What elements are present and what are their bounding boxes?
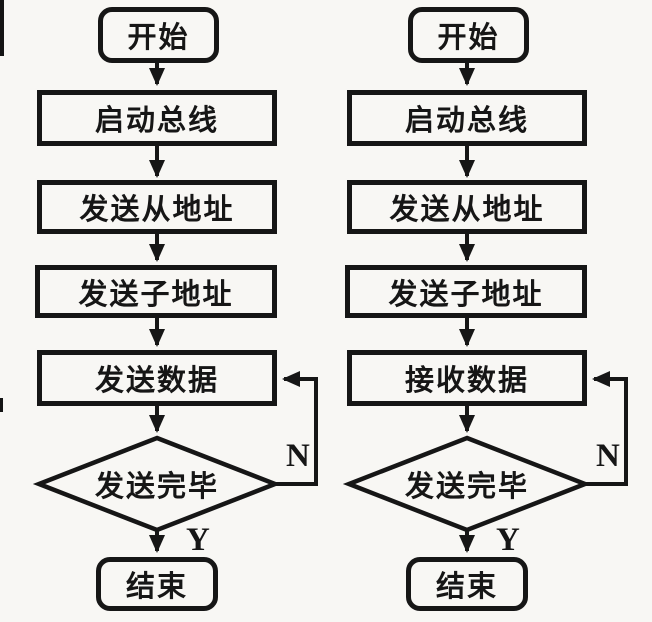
loop-no-branch [275, 371, 318, 486]
flowchart-left: 开始 启动总线 发送从地址 发送子地址 发送数据 发送完毕 N Y 结束 [32, 7, 318, 611]
end-terminal: 结束 [96, 557, 218, 611]
process-label: 发送从地址 [389, 194, 545, 226]
start-terminal: 开始 [408, 7, 529, 63]
process-label: 接收数据 [404, 365, 529, 397]
process-data-step: 接收数据 [347, 350, 587, 406]
process-label: 发送子地址 [388, 278, 544, 311]
branch-label-no: N [596, 438, 620, 474]
loop-no-branch [585, 371, 628, 486]
process-send-slave-address: 发送从地址 [347, 180, 587, 234]
scan-artifact [0, 398, 3, 412]
start-terminal: 开始 [98, 7, 219, 63]
process-label: 发送子地址 [78, 278, 234, 311]
process-label: 发送从地址 [79, 194, 235, 226]
connectors-layer [32, 63, 318, 553]
start-label: 开始 [127, 22, 190, 54]
process-label: 启动总线 [404, 105, 529, 137]
process-data-step: 发送数据 [37, 350, 277, 406]
process-init-bus: 启动总线 [37, 90, 277, 146]
end-terminal: 结束 [406, 557, 528, 611]
process-send-slave-address: 发送从地址 [37, 180, 277, 234]
process-send-sub-address: 发送子地址 [345, 265, 587, 318]
flowchart-right: 开始 启动总线 发送从地址 发送子地址 接收数据 发送完毕 N Y 结束 [310, 0, 640, 622]
end-label: 结束 [125, 571, 188, 603]
decision-label: 发送完毕 [404, 471, 529, 503]
connectors-layer [342, 63, 628, 553]
decision-label: 发送完毕 [94, 471, 219, 503]
process-label: 发送数据 [94, 365, 219, 397]
end-label: 结束 [435, 571, 498, 603]
branch-label-no: N [286, 438, 310, 474]
decision-diamond [342, 435, 592, 533]
branch-label-yes: Y [496, 522, 520, 558]
start-label: 开始 [437, 22, 500, 54]
process-send-sub-address: 发送子地址 [35, 265, 277, 318]
scan-artifact [0, 0, 4, 56]
process-label: 启动总线 [94, 105, 219, 137]
process-init-bus: 启动总线 [347, 90, 587, 146]
branch-label-yes: Y [186, 522, 210, 558]
decision-diamond [32, 435, 282, 533]
